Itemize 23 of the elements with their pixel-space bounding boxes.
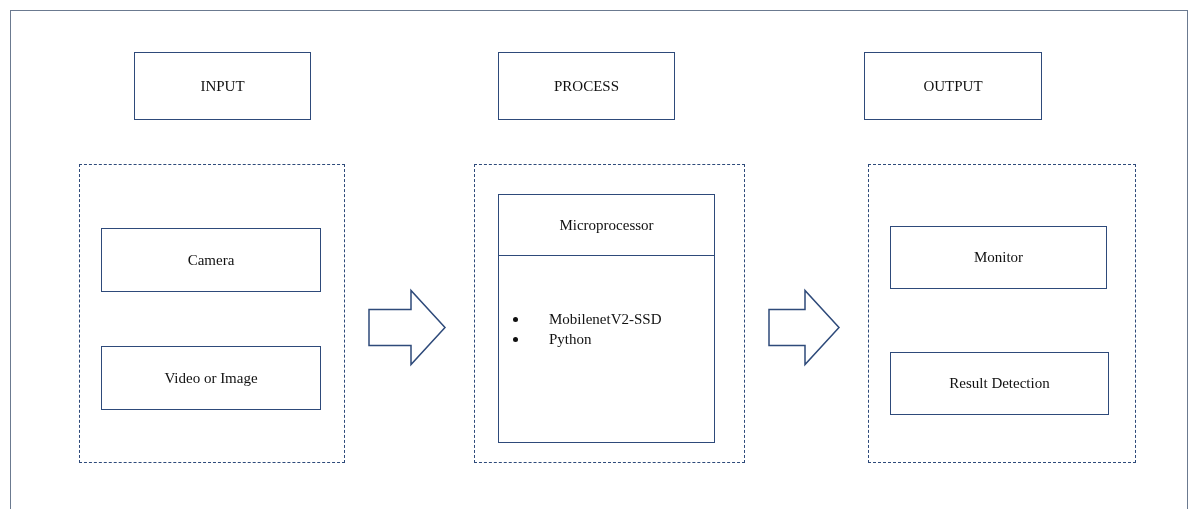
list-text: Python: [549, 330, 592, 349]
list-text: MobilenetV2-SSD: [549, 310, 662, 329]
process-box: [134, 52, 311, 120]
box-label: OUTPUT: [923, 77, 983, 95]
box-label: Result Detection: [949, 375, 1050, 392]
box-label: Monitor: [973, 249, 1024, 266]
process-box: [498, 52, 675, 120]
dashed-group-box: [474, 164, 745, 463]
box-heading: Microprocessor: [559, 216, 654, 234]
process-box: [890, 352, 1109, 415]
box-label: Video or Image: [164, 369, 258, 387]
process-box: [890, 226, 1107, 289]
process-box: [101, 346, 321, 410]
dashed-group-box: [79, 164, 345, 463]
box-label: Camera: [187, 251, 235, 269]
box-label: INPUT: [200, 77, 245, 95]
block-arrow: [368, 288, 446, 367]
process-box: [864, 52, 1042, 120]
box-label: PROCESS: [553, 77, 619, 95]
process-box: [498, 194, 715, 443]
process-box: [101, 228, 321, 292]
block-arrow: [768, 288, 840, 367]
dashed-group-box: [868, 164, 1136, 463]
